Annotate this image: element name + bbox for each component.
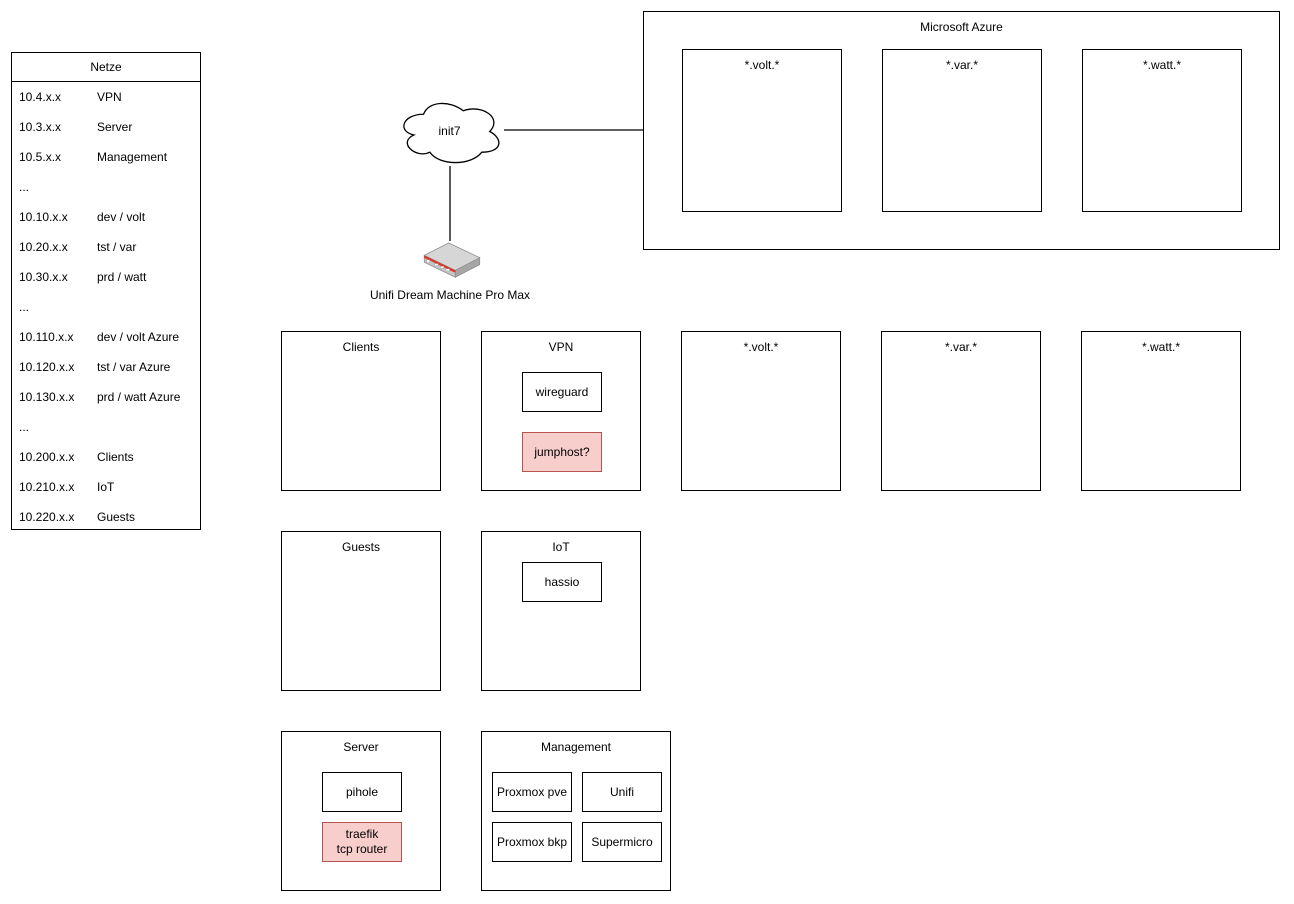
netze-row-label: Guests — [97, 510, 136, 524]
network-box-guests: Guests — [281, 531, 441, 691]
network-box-iot-title: IoT — [552, 540, 570, 554]
network-box-vpn: VPN wireguard jumphost? — [481, 331, 641, 491]
node-unifi-label: Unifi — [609, 784, 634, 799]
network-box-volt: *.volt.* — [681, 331, 841, 491]
netze-row-range: ... — [19, 300, 30, 314]
cloud-label: init7 — [438, 124, 461, 138]
network-box-clients: Clients — [281, 331, 441, 491]
netze-table-title: Netze — [12, 53, 200, 82]
netze-row-separator: ... — [12, 172, 200, 202]
netze-row-label: Server — [97, 120, 133, 134]
azure-subnet-watt: *.watt.* — [1082, 49, 1242, 212]
netze-table: Netze 10.4.x.x VPN 10.3.x.x Server 10.5.x.… — [11, 52, 201, 530]
node-supermicro-label: Supermicro — [591, 834, 653, 849]
netze-row-separator: ... — [12, 412, 200, 442]
netze-table-body: 10.4.x.x VPN 10.3.x.x Server 10.5.x.x Manag… — [12, 82, 200, 532]
node-pihole-label: pihole — [345, 784, 379, 799]
node-hassio-label: hassio — [544, 574, 580, 589]
netze-row-range: ... — [19, 180, 30, 194]
netze-row-range: 10.210.x.x — [19, 480, 75, 494]
node-supermicro: Supermicro — [582, 822, 662, 862]
netze-row: 10.200.x.x Clients — [12, 442, 200, 472]
netze-row: 10.4.x.x VPN — [12, 82, 200, 112]
node-hassio: hassio — [522, 562, 602, 602]
network-box-management-title: Management — [540, 740, 612, 754]
netze-row-range: 10.5.x.x — [19, 150, 62, 164]
netze-row: 10.30.x.x prd / watt — [12, 262, 200, 292]
azure-subnet-volt: *.volt.* — [682, 49, 842, 212]
netze-row-label: Clients — [97, 450, 134, 464]
node-proxmox-pve: Proxmox pve — [492, 772, 572, 812]
router-label: Unifi Dream Machine Pro Max — [369, 288, 531, 302]
network-box-watt: *.watt.* — [1081, 331, 1241, 491]
node-unifi: Unifi — [582, 772, 662, 812]
node-wireguard-label: wireguard — [535, 384, 589, 399]
network-box-volt-title: *.volt.* — [743, 340, 779, 354]
network-box-clients-title: Clients — [342, 340, 380, 354]
netze-row: 10.20.x.x tst / var — [12, 232, 200, 262]
router-device-icon — [423, 242, 481, 278]
netze-row-label: VPN — [97, 90, 122, 104]
netze-row: 10.10.x.x dev / volt — [12, 202, 200, 232]
network-box-guests-title: Guests — [341, 540, 380, 554]
netze-row-label: IoT — [97, 480, 115, 494]
node-proxmox-bkp-label: Proxmox bkp — [496, 834, 568, 849]
netze-row-range: 10.130.x.x — [19, 390, 75, 404]
router-red-stripe — [423, 255, 456, 273]
azure-group-title: Microsoft Azure — [920, 20, 1003, 34]
node-proxmox-bkp: Proxmox bkp — [492, 822, 572, 862]
node-pihole: pihole — [322, 772, 402, 812]
network-box-iot: IoT hassio — [481, 531, 641, 691]
network-box-var: *.var.* — [881, 331, 1041, 491]
netze-row-label: Management — [97, 150, 168, 164]
network-box-vpn-title: VPN — [548, 340, 574, 354]
netze-row: 10.130.x.x prd / watt Azure — [12, 382, 200, 412]
network-box-server-title: Server — [343, 740, 379, 754]
azure-subnet-watt-title: *.watt.* — [1142, 58, 1181, 72]
netze-row: 10.210.x.x IoT — [12, 472, 200, 502]
netze-row-label: dev / volt Azure — [97, 330, 180, 344]
netze-row-range: 10.120.x.x — [19, 360, 75, 374]
netze-row: 10.110.x.x dev / volt Azure — [12, 322, 200, 352]
netze-row-range: 10.30.x.x — [19, 270, 68, 284]
netze-row-range: 10.200.x.x — [19, 450, 75, 464]
network-box-management: Management Proxmox pve Unifi Proxmox bkp… — [481, 731, 671, 891]
node-traefik: traefik tcp router — [322, 822, 402, 862]
azure-subnet-var: *.var.* — [882, 49, 1042, 212]
node-jumphost-label: jumphost? — [534, 444, 590, 459]
netze-row-range: 10.20.x.x — [19, 240, 68, 254]
azure-subnet-var-title: *.var.* — [945, 58, 978, 72]
node-proxmox-pve-label: Proxmox pve — [496, 784, 568, 799]
node-wireguard: wireguard — [522, 372, 602, 412]
netze-row-range: ... — [19, 420, 30, 434]
netze-row-label: dev / volt — [97, 210, 146, 224]
azure-group-box: Microsoft Azure *.volt.* *.var.* *.watt.… — [643, 11, 1280, 250]
node-traefik-label: traefik tcp router — [336, 827, 388, 856]
netze-row: 10.220.x.x Guests — [12, 502, 200, 532]
node-jumphost: jumphost? — [522, 432, 602, 472]
network-box-server: Server pihole traefik tcp router — [281, 731, 441, 891]
netze-row-label: tst / var — [97, 240, 137, 254]
network-box-watt-title: *.watt.* — [1141, 340, 1180, 354]
netze-row-label: tst / var Azure — [97, 360, 171, 374]
netze-row-range: 10.3.x.x — [19, 120, 62, 134]
network-box-var-title: *.var.* — [944, 340, 977, 354]
netze-row-range: 10.4.x.x — [19, 90, 62, 104]
netze-row-range: 10.110.x.x — [19, 330, 74, 344]
azure-subnet-volt-title: *.volt.* — [744, 58, 780, 72]
netze-row: 10.5.x.x Management — [12, 142, 200, 172]
netze-row: 10.120.x.x tst / var Azure — [12, 352, 200, 382]
netze-row: 10.3.x.x Server — [12, 112, 200, 142]
netze-row-separator: ... — [12, 292, 200, 322]
internet-cloud-icon — [403, 102, 500, 164]
netze-row-range: 10.220.x.x — [19, 510, 75, 524]
netze-row-range: 10.10.x.x — [19, 210, 68, 224]
netze-row-label: prd / watt Azure — [97, 390, 181, 404]
netze-row-label: prd / watt — [97, 270, 147, 284]
